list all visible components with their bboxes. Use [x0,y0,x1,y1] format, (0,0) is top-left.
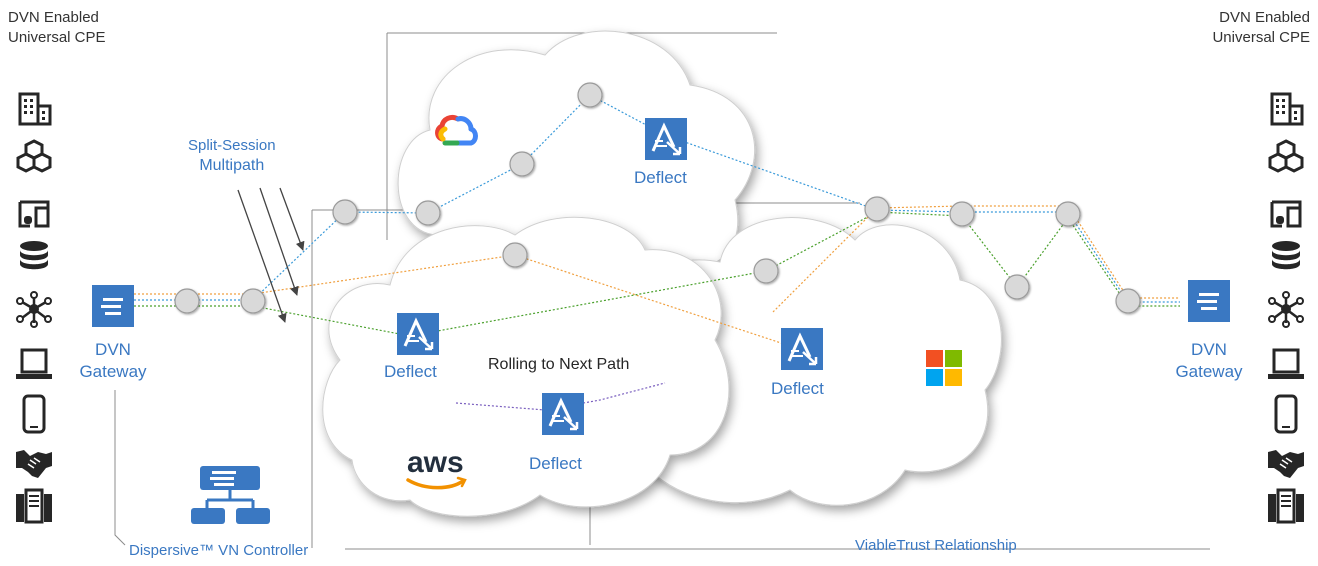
deflect-icon [395,311,441,357]
handshake-icon [16,450,52,478]
path-node [509,151,535,177]
left-cpe-line1: DVN Enabled [8,9,99,26]
laptop-icon [16,348,52,379]
microsoft-logo [926,350,962,386]
dvn-gateway-right-line1: DVN [1191,340,1227,359]
devices-icon [18,200,50,228]
right-cpe-label: DVN Enabled Universal CPE [1212,8,1310,48]
deflect-icon [643,116,689,162]
building-icon [18,92,52,126]
path-node [1004,274,1030,300]
path-nodes [174,82,1141,314]
database-icon [1272,241,1300,270]
path-node [753,258,779,284]
path-node [174,288,200,314]
split-session-line1: Split-Session [188,137,276,154]
hexagon-network-icon [1268,139,1304,173]
path-node [577,82,603,108]
dvn-gateway-left-line1: DVN [95,340,131,359]
device-icons-left [16,92,52,524]
path-node [502,242,528,268]
hub-network-icon [1268,291,1304,328]
path-node [240,288,266,314]
dvn-gateway-right-icon [1188,280,1230,322]
database-icon [20,241,48,270]
controller-icon [191,466,270,524]
split-session-line2: Multipath [199,157,265,174]
deflect-label-microsoft: Deflect [771,379,824,398]
deflect-icon [779,326,825,372]
deflect-label-aws-center: Deflect [529,454,582,473]
server-icon [1268,488,1304,524]
left-cpe-label: DVN Enabled Universal CPE [8,8,106,48]
hexagon-network-icon [16,139,52,173]
left-cpe-line2: Universal CPE [8,29,106,46]
dvn-gateway-right-line2: Gateway [1175,362,1243,381]
right-cpe-line1: DVN Enabled [1219,9,1310,26]
split-session-label: Split-Session Multipath [188,136,276,176]
aws-cloud-shape [322,216,730,517]
path-node [1055,201,1081,227]
deflect-label-aws-left: Deflect [384,362,437,381]
deflect-label-google: Deflect [634,168,687,187]
paths-blue [130,94,1180,303]
aws-logo: aws [406,446,467,490]
controller-label: Dispersive™ VN Controller [129,542,309,559]
hub-network-icon [16,291,52,328]
dvn-gateway-left-line2: Gateway [79,362,147,381]
path-node [949,201,975,227]
path-node [1115,288,1141,314]
handshake-icon [1268,450,1304,478]
device-icons-right [1268,92,1304,524]
building-icon [1270,92,1304,126]
dvn-gateway-left-icon [92,285,134,327]
dvn-gateway-right-label: DVN Gateway [1174,339,1244,383]
google-cloud-logo [435,114,478,146]
devices-icon [1270,200,1302,228]
viabletrust-label: ViableTrust Relationship [855,537,1017,554]
right-cpe-line2: Universal CPE [1212,29,1310,46]
smartphone-icon [1274,394,1298,434]
aws-logo-text: aws [407,446,464,479]
path-node [415,200,441,226]
paths-green [130,211,1180,337]
path-node [332,199,358,225]
laptop-icon [1268,348,1304,379]
path-node [864,196,890,222]
smartphone-icon [22,394,46,434]
rolling-to-next-path-label: Rolling to Next Path [488,356,630,373]
server-icon [16,488,52,524]
split-session-arrows [237,187,305,323]
dvn-gateway-left-label: DVN Gateway [78,339,148,383]
deflect-icon [540,391,586,437]
